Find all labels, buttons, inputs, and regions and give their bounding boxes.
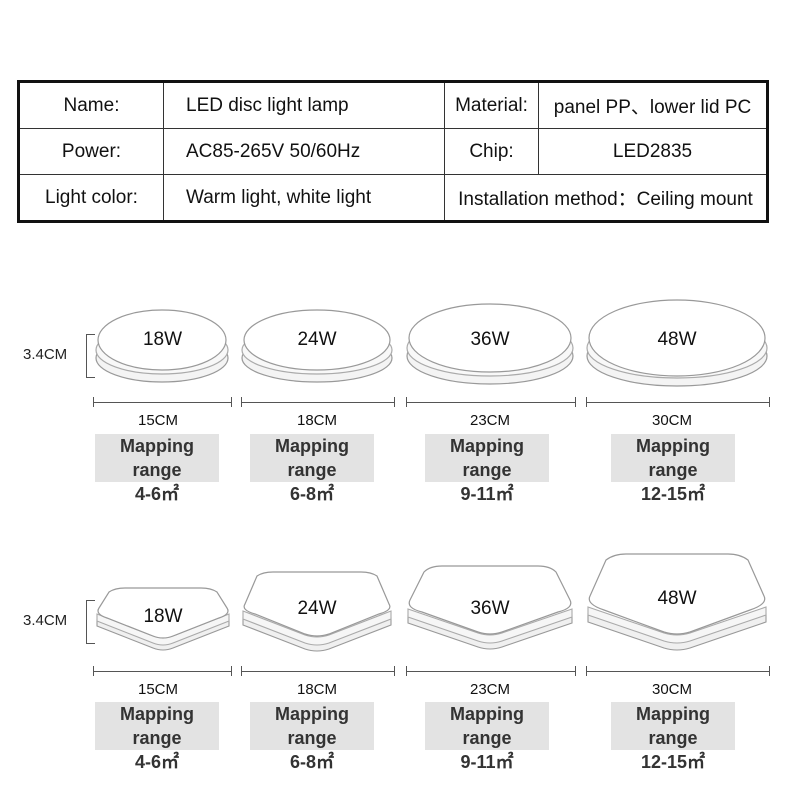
square-range-48w: Mapping range 12-15㎡ bbox=[611, 702, 735, 772]
name-label: Name: bbox=[18, 81, 164, 129]
round-lamp-24w-shape bbox=[241, 309, 393, 383]
square-height-bracket bbox=[86, 600, 95, 644]
square-dim-30 bbox=[586, 666, 770, 676]
spec-row-name: Name: LED disc light lamp Material: pane… bbox=[18, 81, 768, 129]
round-range-value: 4-6㎡ bbox=[134, 484, 179, 504]
square-lamp-36w: 36W bbox=[406, 560, 574, 650]
square-dim-15 bbox=[93, 666, 232, 676]
round-size-18: 18CM bbox=[296, 412, 337, 429]
round-lamp-36w: 36W bbox=[406, 300, 574, 388]
power-label: Power: bbox=[18, 128, 164, 175]
chip-value: LED2835 bbox=[538, 128, 768, 175]
square-lamp-row: 3.4CM 18W 24W 36W 48W bbox=[0, 548, 800, 772]
light-color-value: Warm light, white light bbox=[163, 174, 445, 222]
round-range-label: Mapping range bbox=[450, 436, 524, 480]
installation-method: Installation method：Ceiling mount bbox=[444, 174, 768, 222]
square-range-label: Mapping range bbox=[636, 704, 710, 748]
round-dim-30 bbox=[586, 397, 770, 407]
square-watt-18w: 18W bbox=[143, 606, 183, 627]
spec-table: Name: LED disc light lamp Material: pane… bbox=[17, 80, 769, 223]
square-range-value: 9-11㎡ bbox=[460, 752, 514, 772]
light-color-label: Light color: bbox=[18, 174, 164, 222]
square-lamp-48w-shape bbox=[587, 553, 767, 651]
material-label: Material: bbox=[444, 81, 539, 129]
round-lamp-24w: 24W bbox=[241, 306, 393, 386]
round-watt-48w: 48W bbox=[657, 329, 697, 350]
square-range-24w: Mapping range 6-8㎡ bbox=[250, 702, 374, 772]
square-range-label: Mapping range bbox=[450, 704, 524, 748]
round-dim-18 bbox=[241, 397, 395, 407]
square-dim-18 bbox=[241, 666, 395, 676]
square-lamp-36w-shape bbox=[407, 565, 573, 650]
square-size-30: 30CM bbox=[651, 681, 692, 698]
spec-row-light: Light color: Warm light, white light Ins… bbox=[18, 174, 768, 222]
square-lamp-48w: 48W bbox=[586, 552, 768, 651]
square-lamp-24w-shape bbox=[242, 571, 392, 652]
round-watt-24w: 24W bbox=[297, 329, 337, 350]
round-height-label: 3.4CM bbox=[23, 346, 68, 363]
square-dim-23 bbox=[406, 666, 576, 676]
square-watt-24w: 24W bbox=[297, 598, 337, 619]
square-watt-36w: 36W bbox=[470, 598, 510, 619]
round-range-label: Mapping range bbox=[120, 436, 194, 480]
square-range-label: Mapping range bbox=[120, 704, 194, 748]
square-lamp-18w-shape bbox=[96, 587, 230, 651]
round-range-value: 9-11㎡ bbox=[460, 484, 514, 504]
square-size-18: 18CM bbox=[296, 681, 337, 698]
spec-row-power: Power: AC85-265V 50/60Hz Chip: LED2835 bbox=[18, 128, 768, 175]
round-lamp-48w: 48W bbox=[586, 296, 768, 390]
square-range-label: Mapping range bbox=[275, 704, 349, 748]
square-range-36w: Mapping range 9-11㎡ bbox=[425, 702, 549, 772]
square-range-18w: Mapping range 4-6㎡ bbox=[95, 702, 219, 772]
square-range-value: 6-8㎡ bbox=[289, 752, 334, 772]
name-value: LED disc light lamp bbox=[163, 81, 445, 129]
round-range-48w: Mapping range 12-15㎡ bbox=[611, 434, 735, 504]
round-range-24w: Mapping range 6-8㎡ bbox=[250, 434, 374, 504]
square-watt-48w: 48W bbox=[657, 588, 697, 609]
round-dim-23 bbox=[406, 397, 576, 407]
round-range-value: 6-8㎡ bbox=[289, 484, 334, 504]
round-height-bracket bbox=[86, 334, 95, 378]
round-size-15: 15CM bbox=[137, 412, 178, 429]
power-value: AC85-265V 50/60Hz bbox=[163, 128, 445, 175]
round-range-18w: Mapping range 4-6㎡ bbox=[95, 434, 219, 504]
round-watt-36w: 36W bbox=[470, 329, 510, 350]
round-size-30: 30CM bbox=[651, 412, 692, 429]
round-range-label: Mapping range bbox=[275, 436, 349, 480]
square-size-15: 15CM bbox=[137, 681, 178, 698]
square-size-23: 23CM bbox=[469, 681, 510, 698]
round-range-label: Mapping range bbox=[636, 436, 710, 480]
square-range-value: 4-6㎡ bbox=[134, 752, 179, 772]
round-size-23: 23CM bbox=[469, 412, 510, 429]
round-lamp-18w-shape bbox=[95, 309, 229, 383]
round-watt-18w: 18W bbox=[142, 329, 183, 350]
square-lamp-18w: 18W bbox=[95, 576, 231, 651]
material-value: panel PP、lower lid PC bbox=[538, 81, 768, 129]
square-height-label: 3.4CM bbox=[23, 612, 68, 629]
chip-label: Chip: bbox=[444, 128, 539, 175]
round-lamp-36w-shape bbox=[406, 303, 574, 385]
square-range-value: 12-15㎡ bbox=[640, 752, 706, 772]
round-lamp-48w-shape bbox=[586, 299, 768, 387]
round-lamp-row: 3.4CM 18W 24W 36W 48W bbox=[0, 290, 800, 504]
round-dim-15 bbox=[93, 397, 232, 407]
round-range-value: 12-15㎡ bbox=[640, 484, 706, 504]
round-range-36w: Mapping range 9-11㎡ bbox=[425, 434, 549, 504]
round-lamp-18w: 18W bbox=[95, 306, 230, 386]
square-lamp-24w: 24W bbox=[241, 568, 393, 652]
